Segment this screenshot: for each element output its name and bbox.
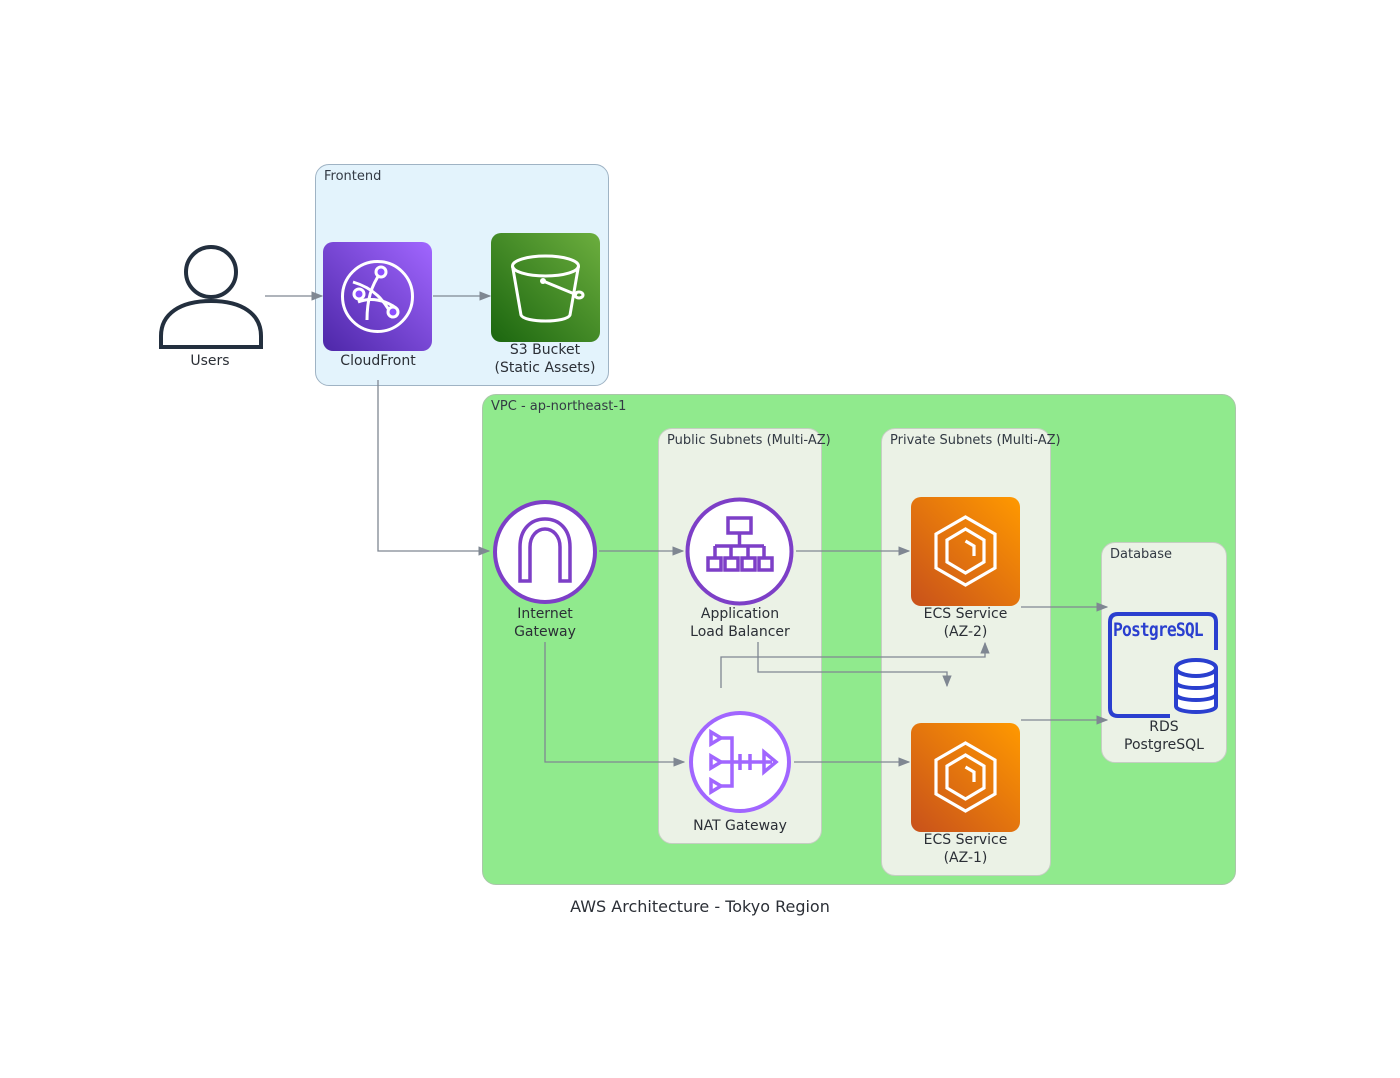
edge-nat-ecs2 [720, 641, 990, 688]
edge-cloudfront-igw [377, 380, 491, 556]
edge-igw-nat [544, 642, 686, 767]
public-subnets-title: Public Subnets (Multi-AZ) [667, 433, 831, 448]
ecs-az1-node[interactable] [911, 723, 1020, 832]
ecs-service-icon [934, 515, 997, 587]
load-balancer-icon[interactable] [684, 496, 795, 607]
cloudfront-node[interactable] [323, 242, 432, 351]
ecs-az2-node[interactable] [911, 497, 1020, 606]
s3-bucket-icon [511, 254, 585, 323]
nat-label: NAT Gateway [693, 818, 787, 834]
nat-gateway-icon[interactable] [688, 710, 792, 814]
user-icon [159, 245, 263, 349]
s3-node[interactable] [491, 233, 600, 342]
frontend-cluster-title: Frontend [324, 169, 382, 184]
edge-alb-ecs1 [757, 642, 952, 688]
vpc-cluster-title: VPC - ap-northeast-1 [491, 399, 627, 414]
ecs-service-icon [934, 741, 997, 813]
s3-label: S3 Bucket(Static Assets) [494, 342, 596, 376]
rds-node[interactable]: PostgreSQL [1108, 610, 1220, 720]
postgresql-logo-text: PostgreSQL [1113, 619, 1204, 641]
postgresql-database-icon [1108, 612, 1218, 718]
cloudfront-icon [341, 260, 414, 333]
ecs-az2-label: ECS Service(AZ-2) [923, 606, 1008, 640]
database-cluster: Database [1101, 542, 1227, 763]
database-cluster-title: Database [1110, 547, 1173, 562]
cloudfront-label: CloudFront [340, 353, 416, 369]
diagram-title: AWS Architecture - Tokyo Region [570, 897, 830, 916]
ecs-az1-label: ECS Service(AZ-1) [923, 832, 1008, 866]
internet-gateway-icon[interactable] [492, 499, 598, 605]
users-label: Users [190, 353, 230, 369]
private-subnets-title: Private Subnets (Multi-AZ) [890, 433, 1061, 448]
